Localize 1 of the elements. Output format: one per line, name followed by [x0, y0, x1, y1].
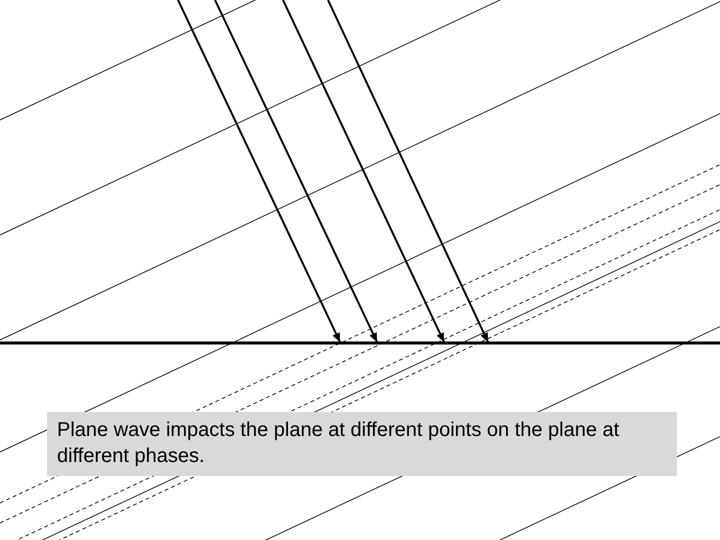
caption-text: Plane wave impacts the plane at different points on the plane at different phases.	[47, 412, 677, 476]
